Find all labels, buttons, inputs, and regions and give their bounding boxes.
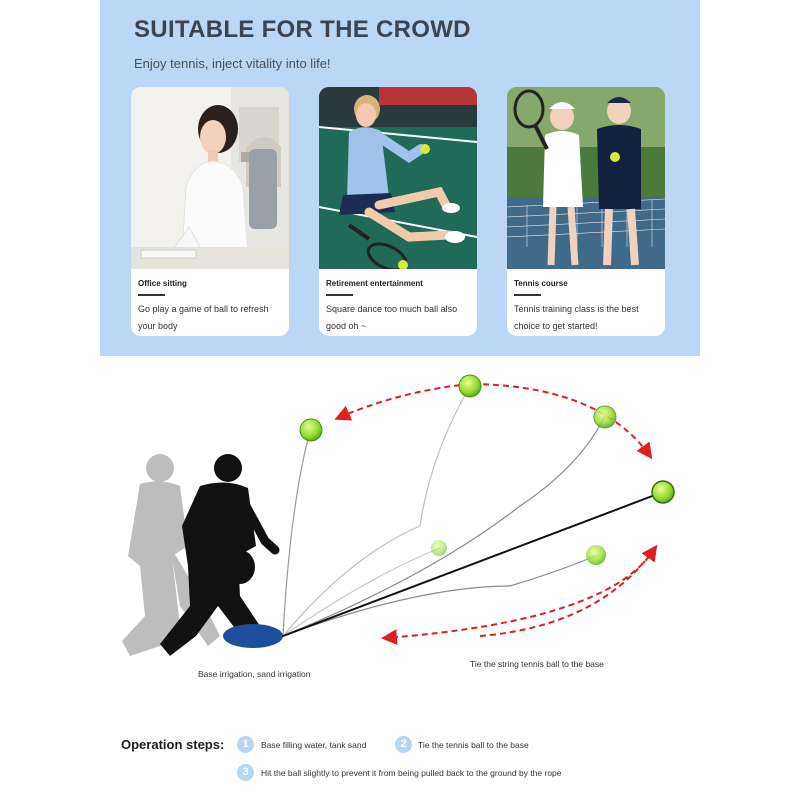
operation-steps-label: Operation steps: <box>121 737 225 752</box>
player-silhouette <box>160 454 280 656</box>
step-number-badge: 2 <box>395 736 412 753</box>
crowd-panel: SUITABLE FOR THE CROWD Enjoy tennis, inj… <box>100 0 700 356</box>
page-subtitle: Enjoy tennis, inject vitality into life! <box>134 56 331 71</box>
step-number-badge: 1 <box>237 736 254 753</box>
step-text: Tie the tennis ball to the base <box>418 740 529 750</box>
card-description: Go play a game of ball to refresh your b… <box>138 304 269 331</box>
tennis-ball-icon <box>458 374 482 398</box>
step-text: Base filling water, tank sand <box>261 740 367 750</box>
page-title: SUITABLE FOR THE CROWD <box>134 16 471 43</box>
tennis-ball-icon <box>651 480 675 504</box>
card-tennis-course: Tennis course Tennis training class is t… <box>507 87 665 336</box>
card-title: Office sitting <box>138 279 187 288</box>
step-number-badge: 3 <box>237 764 254 781</box>
card-title: Retirement entertainment <box>326 279 423 288</box>
tennis-ball-icon <box>299 418 323 442</box>
office-worker-photo <box>131 87 289 269</box>
card-description: Square dance too much ball also good oh … <box>326 304 458 331</box>
card-description: Tennis training class is the best choice… <box>514 304 639 331</box>
racket-icon <box>216 540 255 584</box>
title-divider <box>326 294 353 296</box>
card-title: Tennis course <box>514 279 568 288</box>
title-divider <box>138 294 165 296</box>
card-retirement: Retirement entertainment Square dance to… <box>319 87 477 336</box>
tennis-player-photo <box>319 87 477 269</box>
step-text: Hit the ball slightly to prevent it from… <box>261 768 562 778</box>
tennis-ball-icon <box>431 540 447 556</box>
tennis-ball-icon <box>586 545 606 565</box>
title-divider <box>514 294 541 296</box>
tennis-class-photo <box>507 87 665 269</box>
training-diagram <box>122 374 675 656</box>
card-office: Office sitting Go play a game of ball to… <box>131 87 289 336</box>
tennis-ball-icon <box>593 405 617 429</box>
base-caption: Base irrigation, sand irrigation <box>198 669 311 679</box>
ball-caption: Tie the string tennis ball to the base <box>470 659 604 669</box>
training-base <box>223 624 283 648</box>
